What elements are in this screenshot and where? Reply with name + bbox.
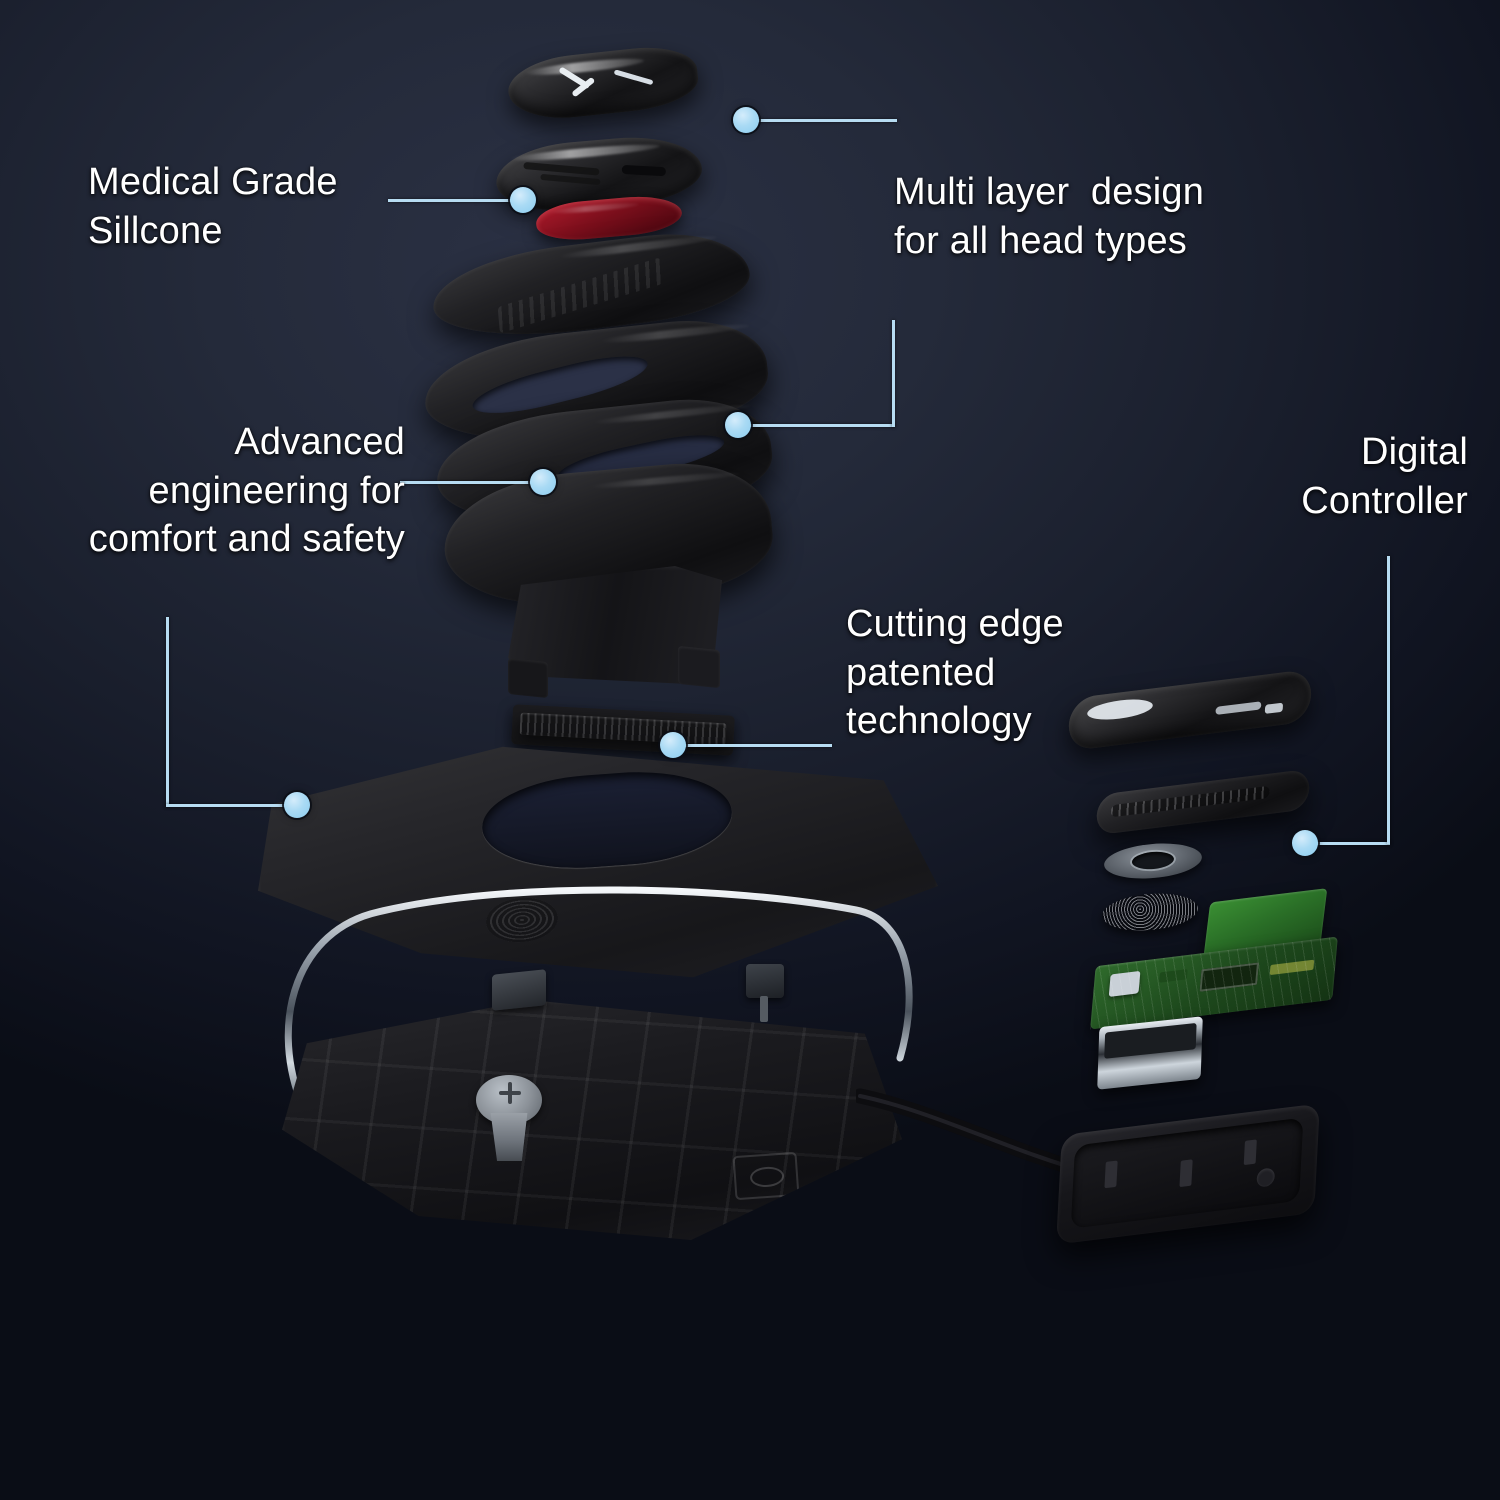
callout-dot-multi-layer-top[interactable]: [733, 107, 759, 133]
part-column-foot-right: [678, 645, 720, 689]
callout-dot-advanced-engineering-upper[interactable]: [530, 469, 556, 495]
part-top-silicone-pad: [505, 42, 701, 124]
callout-label-digital-controller: Digital Controller: [1301, 431, 1468, 522]
tray-rib-set: [282, 1000, 902, 1240]
leader-line-advanced-engineering-h2: [166, 804, 300, 807]
leader-line-advanced-engineering-h: [400, 481, 545, 484]
part-pcb-strip: [511, 704, 735, 756]
leader-line-advanced-engineering-v: [166, 617, 169, 807]
base-plate-opening: [479, 765, 735, 875]
part-metal-can: [1097, 1016, 1203, 1090]
part-controller-top-cover: [1067, 668, 1313, 752]
callout-dot-multi-layer-lower[interactable]: [725, 412, 751, 438]
callout-label-advanced-engineering: Advanced engineering for comfort and saf…: [88, 421, 405, 561]
callout-dot-cutting-edge[interactable]: [660, 732, 686, 758]
part-speaker-mesh: [1100, 889, 1200, 935]
callout-dot-advanced-engineering-lower[interactable]: [284, 792, 310, 818]
part-column-foot-left: [508, 657, 548, 699]
part-hardware-post-right: [746, 964, 784, 998]
tray-port-slot: [732, 1151, 800, 1201]
callout-label-cutting-edge-technology: Cutting edge patented technology: [846, 603, 1064, 743]
leader-line-medical-grade-silicone: [388, 199, 524, 202]
part-hardware-clip-left: [492, 969, 546, 1011]
callout-label-multi-layer-design: Multi layer design for all head types: [894, 171, 1205, 262]
part-bottom-tray: [282, 1000, 902, 1240]
callout-dot-medical-grade-silicone[interactable]: [510, 187, 536, 213]
leader-line-digital-controller-v: [1387, 556, 1390, 844]
leader-line-multi-layer-lower-v: [892, 320, 895, 427]
callout-dot-digital-controller[interactable]: [1292, 830, 1318, 856]
leader-line-multi-layer-top: [745, 119, 897, 122]
part-hardware-pin: [760, 996, 768, 1022]
part-button-ring: [1102, 839, 1204, 883]
embossed-branding-text: [497, 257, 663, 334]
part-chrome-wire-frame: [260, 868, 920, 1128]
part-controller-keypad-strip: [1095, 768, 1311, 836]
callout-label-medical-grade-silicone: Medical Grade Sillcone: [88, 161, 338, 252]
leader-line-digital-controller-h: [1310, 842, 1390, 845]
leader-line-cutting-edge: [676, 744, 832, 747]
leader-line-multi-layer-lower-h: [737, 424, 895, 427]
part-coin-cell-battery: [468, 1075, 550, 1171]
